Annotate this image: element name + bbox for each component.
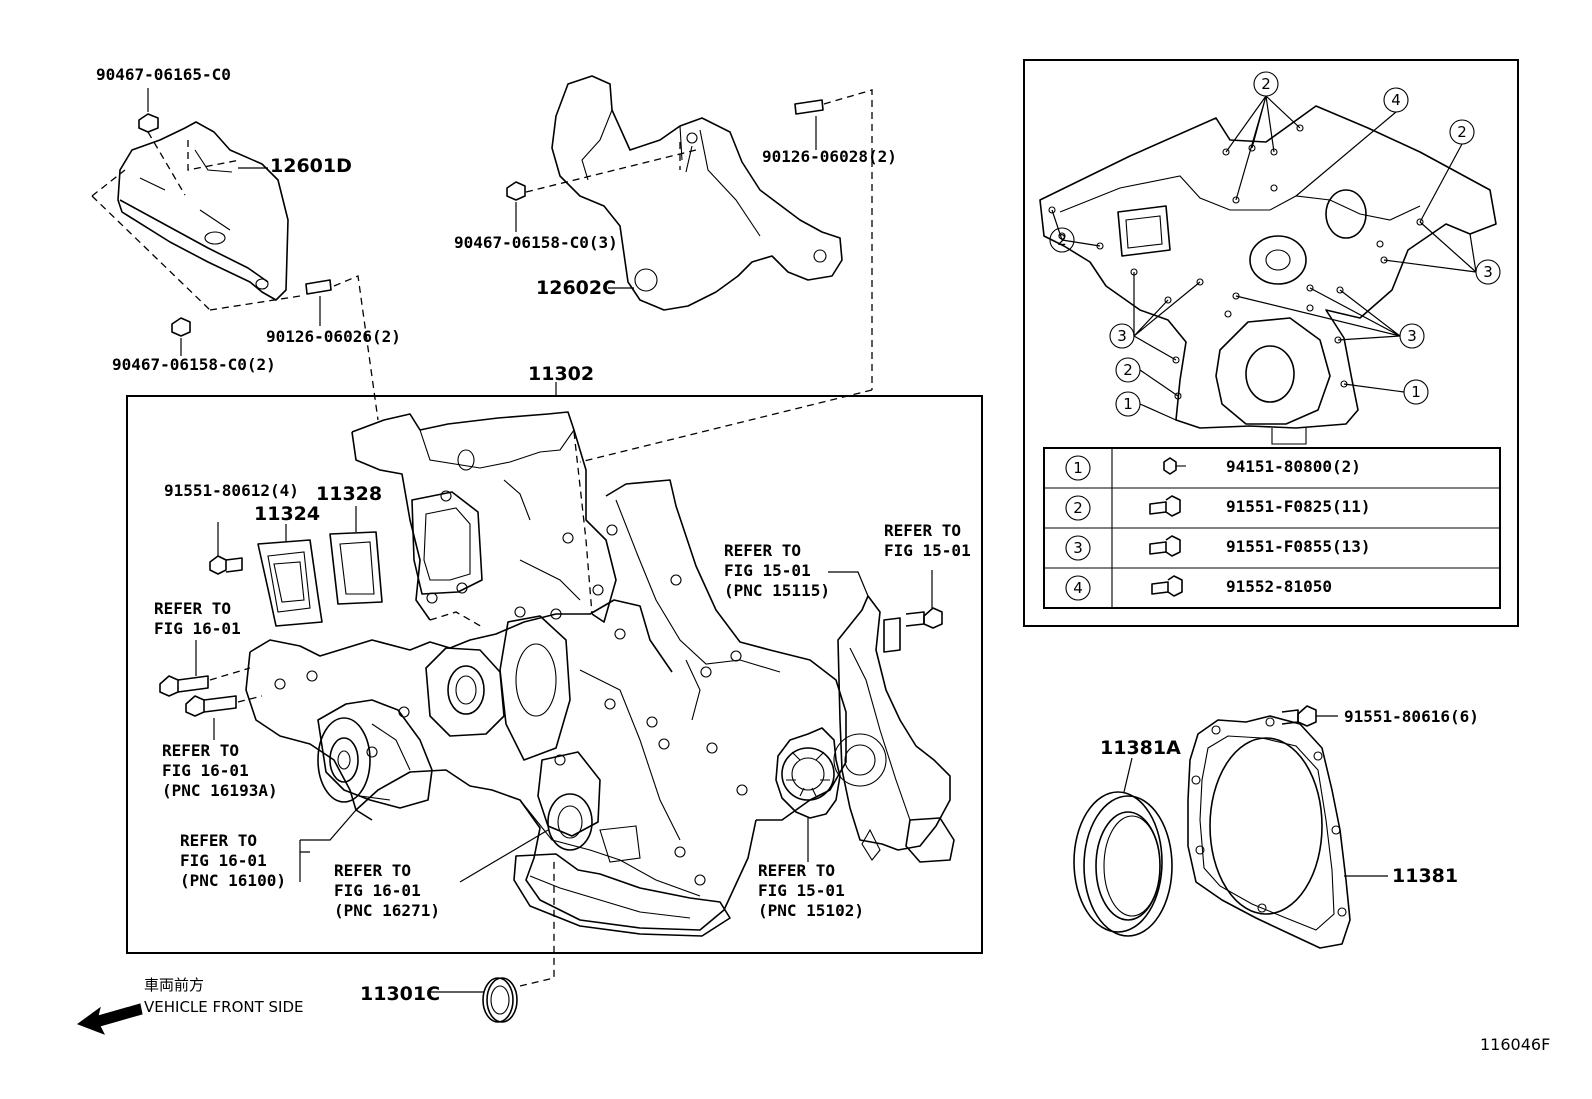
inset-callouts: 2 4 2 2 3 3 3 2 1 1 xyxy=(1049,71,1501,417)
refer-line: FIG 15-01 xyxy=(884,541,971,560)
bracket-12602c[interactable] xyxy=(551,75,843,311)
legend-row-2: 2 91551-F0825(11) xyxy=(1065,495,1371,521)
bolt-icon xyxy=(1149,535,1181,557)
refer-line: FIG 16-01 xyxy=(180,851,267,870)
bolt-ref-16193a[interactable] xyxy=(185,695,237,740)
inset-callout: 1 xyxy=(1123,395,1133,413)
legend-num: 3 xyxy=(1073,539,1083,557)
refer-note-pnc-16271[interactable]: REFER TO FIG 16-01 (PNC 16271) xyxy=(334,861,440,920)
bolt-icon xyxy=(1149,495,1181,517)
nut-90467-06158-2[interactable] xyxy=(171,317,191,356)
refer-line: (PNC 16100) xyxy=(180,871,286,890)
arrow-left-icon xyxy=(76,1003,143,1035)
legend-part: 91551-F0855(13) xyxy=(1226,537,1371,556)
label-91551-80612-4: 91551-80612(4) xyxy=(164,481,299,500)
label-91551-80616-6: 91551-80616(6) xyxy=(1344,707,1479,726)
bolt-91551-80616[interactable] xyxy=(1281,705,1338,727)
refer-note-pnc-16100[interactable]: REFER TO FIG 16-01 (PNC 16100) xyxy=(180,831,286,890)
refer-line: REFER TO xyxy=(334,861,411,880)
bolt-90467-06165[interactable] xyxy=(138,88,159,133)
refer-line: FIG 16-01 xyxy=(154,619,241,638)
oil-seal-11381a[interactable] xyxy=(1073,757,1173,937)
inset-callout: 2 xyxy=(1123,361,1133,379)
legend-part: 94151-80800(2) xyxy=(1226,457,1361,476)
vehicle-front-indicator: 車両前方 VEHICLE FRONT SIDE xyxy=(76,976,304,1035)
inset-callout: 3 xyxy=(1407,327,1417,345)
legend-num: 2 xyxy=(1073,499,1083,517)
refer-line: REFER TO xyxy=(162,741,239,760)
inset-bolt-map-frame xyxy=(1023,59,1519,627)
label-11301c: 11301C xyxy=(360,983,440,1005)
refer-note-pnc-16193a[interactable]: REFER TO FIG 16-01 (PNC 16193A) xyxy=(162,741,278,800)
legend-num: 4 xyxy=(1073,579,1083,597)
seal-11301c[interactable] xyxy=(430,977,518,1023)
label-11328: 11328 xyxy=(316,483,382,505)
inset-callout: 2 xyxy=(1261,75,1271,93)
stud-90126-06028[interactable] xyxy=(794,99,824,150)
bolt-icon xyxy=(1151,575,1183,597)
main-assembly-frame xyxy=(126,395,983,954)
gasket-11324[interactable] xyxy=(257,524,323,627)
bolt-legend-table: 1 94151-80800(2) 2 91551-F0825(11) 3 915… xyxy=(1043,447,1501,609)
label-12601d: 12601D xyxy=(270,155,352,177)
legend-part: 91551-F0825(11) xyxy=(1226,497,1371,516)
label-90467-06158-c0-3: 90467-06158-C0(3) xyxy=(454,233,618,252)
refer-line: REFER TO xyxy=(758,861,835,880)
bracket-12601d[interactable] xyxy=(117,121,289,301)
bolt-ref-15-01[interactable] xyxy=(905,570,943,629)
label-11381: 11381 xyxy=(1392,865,1458,887)
timing-cover-11302[interactable] xyxy=(245,411,955,937)
direction-jp-label: 車両前方 xyxy=(144,976,204,994)
inset-cover-outline xyxy=(1039,105,1497,445)
label-90126-06028-2: 90126-06028(2) xyxy=(762,147,897,166)
inset-callout: 3 xyxy=(1483,263,1493,281)
figure-code: 116046F xyxy=(1480,1035,1550,1054)
legend-part: 91552-81050 xyxy=(1226,577,1332,596)
label-90467-06158-c0-2: 90467-06158-C0(2) xyxy=(112,355,276,374)
refer-line: (PNC 16271) xyxy=(334,901,440,920)
label-11381a: 11381A xyxy=(1100,737,1181,759)
refer-line: REFER TO xyxy=(884,521,961,540)
inset-callout: 4 xyxy=(1391,91,1401,109)
refer-line: FIG 16-01 xyxy=(334,881,421,900)
inset-callout: 2 xyxy=(1457,123,1467,141)
refer-line: FIG 16-01 xyxy=(162,761,249,780)
legend-num: 1 xyxy=(1073,459,1083,477)
refer-line: REFER TO xyxy=(154,599,231,618)
refer-note-fig16-01-a[interactable]: REFER TO FIG 16-01 xyxy=(154,599,241,638)
label-12602c: 12602C xyxy=(536,277,616,299)
bolt-ref-16-01[interactable] xyxy=(159,640,209,697)
inset-callout-leaders xyxy=(1051,95,1477,421)
refer-note-fig15-01[interactable]: REFER TO FIG 15-01 xyxy=(884,521,971,560)
label-11302: 11302 xyxy=(528,363,594,385)
refer-line: FIG 15-01 xyxy=(724,561,811,580)
refer-line: REFER TO xyxy=(724,541,801,560)
retainer-11381[interactable] xyxy=(1187,715,1388,949)
inset-callout: 1 xyxy=(1411,383,1421,401)
oil-pump-rotor[interactable] xyxy=(775,727,841,819)
stud-90126-06026[interactable] xyxy=(305,279,332,326)
refer-line: (PNC 15115) xyxy=(724,581,830,600)
gasket-11328[interactable] xyxy=(329,506,383,605)
legend-row-3: 3 91551-F0855(13) xyxy=(1065,535,1371,561)
refer-line: (PNC 16193A) xyxy=(162,781,278,800)
legend-row-1: 1 94151-80800(2) xyxy=(1065,455,1361,481)
refer-line: REFER TO xyxy=(180,831,257,850)
water-pump[interactable] xyxy=(317,699,433,809)
refer-line: (PNC 15102) xyxy=(758,901,864,920)
refer-note-pnc-15115[interactable]: REFER TO FIG 15-01 (PNC 15115) xyxy=(724,541,830,600)
bolt-91551-80612[interactable] xyxy=(209,522,243,575)
label-90126-06026-2: 90126-06026(2) xyxy=(266,327,401,346)
direction-en-label: VEHICLE FRONT SIDE xyxy=(144,998,304,1016)
inset-callout: 2 xyxy=(1057,231,1067,249)
refer-line: FIG 15-01 xyxy=(758,881,845,900)
inset-callout: 3 xyxy=(1117,327,1127,345)
nut-icon xyxy=(1163,457,1177,475)
refer-note-pnc-15102[interactable]: REFER TO FIG 15-01 (PNC 15102) xyxy=(758,861,864,920)
label-11324: 11324 xyxy=(254,503,320,525)
legend-row-4: 4 91552-81050 xyxy=(1065,575,1332,601)
label-90467-06165-c0: 90467-06165-C0 xyxy=(96,65,231,84)
nut-90467-06158-3[interactable] xyxy=(506,181,526,232)
